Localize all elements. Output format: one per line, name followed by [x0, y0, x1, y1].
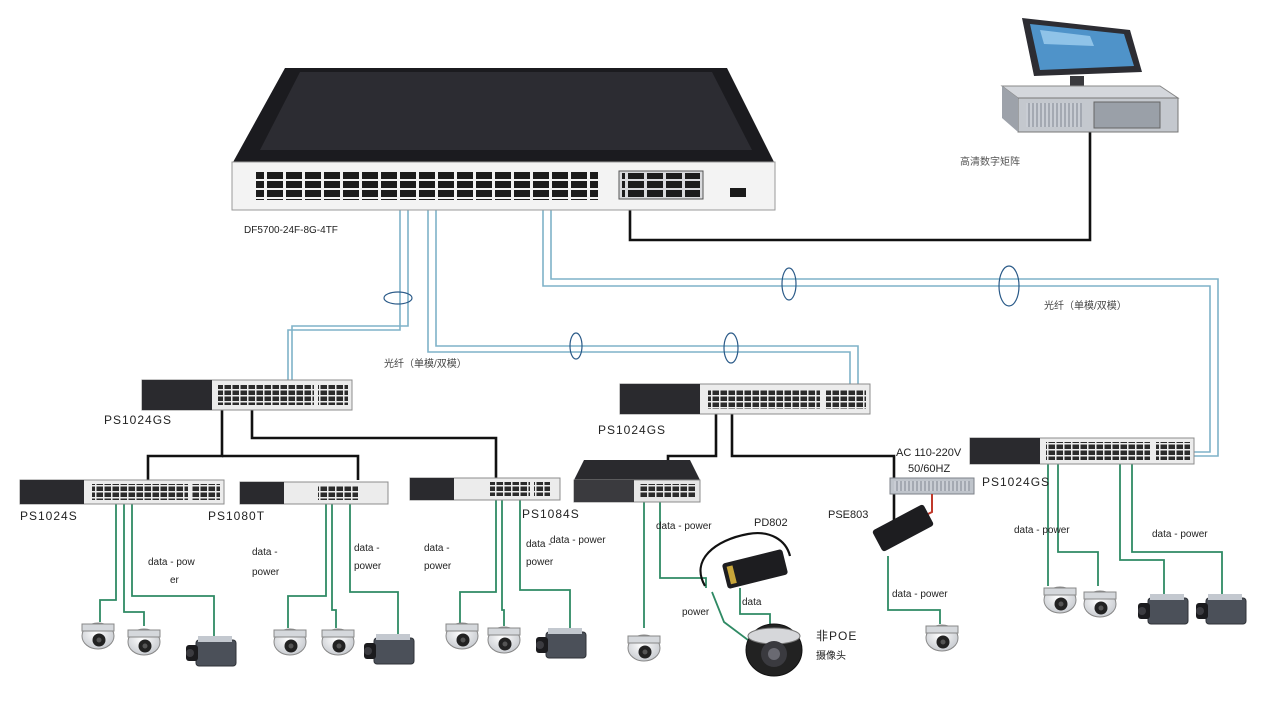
cable-label: power	[252, 567, 280, 578]
cable-label: data -	[252, 547, 278, 558]
cable-label: power	[526, 557, 554, 568]
switch-label-ps1080t: PS1080T	[208, 509, 266, 523]
box-camera-icon	[186, 636, 237, 667]
switch-label-ps1024s: PS1024S	[20, 509, 78, 523]
switch-small-poe	[573, 460, 701, 503]
core-switch	[231, 68, 776, 211]
switch-label-ps1084s: PS1084S	[522, 507, 580, 521]
monitor-icon	[1022, 18, 1142, 86]
dome-camera-icon	[127, 628, 161, 656]
cable-label: data - power	[550, 535, 606, 546]
switch-label-ps1024gs-center: PS1024GS	[598, 423, 667, 437]
ac-input-label-line1: AC 110-220V	[896, 447, 962, 459]
switch-ps1084s	[409, 477, 561, 501]
cable-label: power	[354, 561, 382, 572]
cable-label: data - power	[656, 521, 712, 532]
dome-camera-icon	[1083, 590, 1117, 618]
switch-label-ps1024gs-left: PS1024GS	[104, 413, 173, 427]
dome-camera-icon	[1043, 586, 1077, 614]
cable-label: data - power	[892, 589, 948, 600]
cable-label: data - power	[1152, 529, 1208, 540]
pse803-injector	[872, 477, 975, 552]
box-camera-icon	[1196, 594, 1247, 625]
cameras	[81, 586, 1247, 677]
poe-cables	[99, 464, 1223, 641]
dome-camera-icon	[273, 628, 307, 656]
dome-camera-icon	[321, 628, 355, 656]
ethernet-cables	[146, 125, 1092, 538]
core-switch-model-label: DF5700-24F-8G-4TF	[244, 225, 338, 236]
cable-label: data -	[424, 543, 450, 554]
dome-camera-icon	[627, 634, 661, 662]
video-matrix-caption: 高清数字矩阵	[960, 157, 1020, 168]
pse803-label: PSE803	[828, 509, 869, 521]
power-line-label: power	[682, 607, 710, 618]
fiber-cables	[287, 200, 1219, 457]
box-camera-icon	[1138, 594, 1189, 625]
fiber-note-middle: 光纤（单模/双模）	[384, 359, 467, 370]
pd802-splitter	[699, 532, 792, 589]
dome-camera-icon	[445, 622, 479, 650]
non-poe-camera-label-line2: 摄像头	[816, 651, 846, 662]
fiber-bundle-markers	[383, 265, 1020, 364]
core-sfp-ports	[256, 172, 598, 200]
switch-ps1024gs-center	[619, 383, 871, 415]
dome-camera-icon	[925, 624, 959, 652]
core-copper-ports	[622, 173, 700, 197]
switch-ps1024gs-left	[141, 379, 353, 411]
core-console-port	[730, 188, 746, 197]
data-line-label: data	[742, 597, 762, 608]
switch-ps1024s	[19, 479, 225, 505]
cable-label: data -	[526, 539, 552, 550]
cable-label: data - power	[1014, 525, 1070, 536]
dome-camera-icon	[487, 626, 521, 654]
non-poe-dome-camera-icon	[745, 623, 803, 677]
cable-label: data - pow	[148, 557, 195, 568]
box-camera-icon	[364, 634, 415, 665]
switch-ps1080t	[239, 481, 389, 505]
cable-label: power	[424, 561, 452, 572]
nvr-icon	[1000, 85, 1180, 133]
video-matrix-workstation	[1000, 18, 1180, 133]
switch-ps1024gs-right	[969, 437, 1195, 465]
switch-label-ps1024gs-right: PS1024GS	[982, 475, 1051, 489]
pd802-label: PD802	[754, 517, 788, 529]
cable-label: er	[170, 575, 179, 586]
non-poe-camera-label-line1: 非POE	[816, 629, 858, 643]
ac-input-label-line2: 50/60HZ	[908, 463, 951, 475]
fiber-note-right: 光纤（单模/双模）	[1044, 301, 1127, 312]
box-camera-icon	[536, 628, 587, 659]
dome-camera-icon	[81, 622, 115, 650]
cable-label: data -	[354, 543, 380, 554]
